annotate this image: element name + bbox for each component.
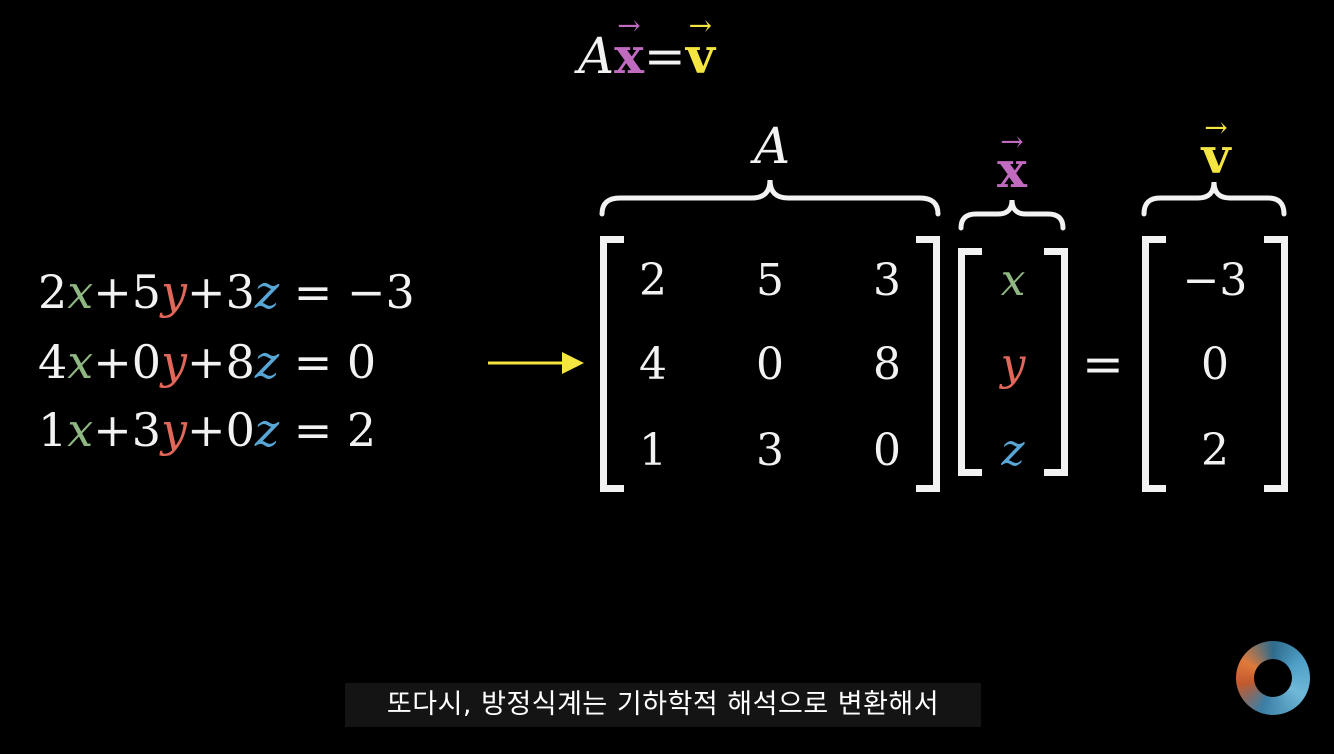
equation-term: = −3 bbox=[279, 265, 415, 319]
vector-x-right-bracket bbox=[1044, 248, 1068, 476]
equation-term: 2 bbox=[38, 265, 68, 319]
vector-v-label: →v bbox=[1201, 111, 1231, 185]
matrix-A-cell: 2 bbox=[639, 255, 667, 306]
top-eq-A: A bbox=[578, 27, 615, 85]
vector-arrow-icon: → bbox=[1204, 111, 1228, 144]
variable-x: x bbox=[67, 265, 94, 319]
subtitle-caption: 또다시, 방정식계는 기하학적 해석으로 변환해서 bbox=[345, 683, 981, 727]
equation-term: +0 bbox=[93, 335, 162, 389]
loading-spinner-hole bbox=[1254, 659, 1292, 697]
matrix-A-left-bracket bbox=[600, 236, 624, 492]
vector-x-brace bbox=[958, 199, 1066, 231]
top-eq-x-vector: →x bbox=[614, 9, 644, 86]
equation-term: = 0 bbox=[279, 335, 377, 389]
matrix-A-cell: 5 bbox=[756, 255, 784, 306]
matrix-A-cell: 1 bbox=[639, 425, 667, 476]
matrix-A-right-bracket bbox=[916, 236, 940, 492]
equation-row: 2x+5y+3z = −3 bbox=[38, 266, 415, 318]
vector-v-cell: 2 bbox=[1201, 425, 1229, 476]
equation-term: +0 bbox=[187, 403, 255, 457]
equals-sign: = bbox=[1082, 335, 1124, 393]
matrix-A-label: A bbox=[753, 117, 791, 175]
top-eq-v-vector: →v bbox=[685, 9, 715, 86]
vector-v-cell: 0 bbox=[1201, 339, 1229, 390]
vector-v-left-bracket bbox=[1142, 236, 1166, 492]
vector-v-cell: −3 bbox=[1182, 255, 1248, 306]
variable-y: y bbox=[161, 335, 188, 389]
equation-term: 1 bbox=[38, 403, 68, 457]
vector-v-brace bbox=[1141, 181, 1287, 217]
matrix-A-cell: 8 bbox=[873, 339, 901, 390]
variable-z: z bbox=[254, 265, 280, 319]
vector-x-cell: x bbox=[1000, 255, 1026, 306]
vector-arrow-icon: → bbox=[617, 9, 641, 42]
equation-term: = 2 bbox=[279, 403, 377, 457]
matrix-A-cell: 3 bbox=[756, 425, 784, 476]
variable-z: z bbox=[254, 335, 280, 389]
vector-x-cell: y bbox=[1000, 339, 1026, 390]
top-equation: A→x=→v bbox=[578, 9, 715, 86]
variable-z: z bbox=[254, 403, 280, 457]
equation-term: +3 bbox=[187, 265, 255, 319]
matrix-A-brace bbox=[599, 179, 941, 217]
matrix-A-cell: 4 bbox=[639, 339, 667, 390]
vector-arrow-icon: → bbox=[688, 9, 713, 42]
variable-y: y bbox=[161, 403, 188, 457]
vector-x-cell: z bbox=[1001, 425, 1025, 476]
variable-x: x bbox=[67, 335, 94, 389]
equation-term: 4 bbox=[38, 335, 68, 389]
vector-x-label: →x bbox=[997, 125, 1027, 199]
top-eq-equals: = bbox=[643, 27, 686, 85]
vector-x-left-bracket bbox=[958, 248, 982, 476]
matrix-A-cell: 3 bbox=[873, 255, 901, 306]
vector-arrow-icon: → bbox=[1000, 125, 1024, 158]
equation-term: +5 bbox=[93, 265, 162, 319]
matrix-A-cell: 0 bbox=[873, 425, 901, 476]
equation-row: 1x+3y+0z = 2 bbox=[38, 404, 376, 456]
variable-y: y bbox=[161, 265, 188, 319]
matrix-A-cell: 0 bbox=[756, 339, 784, 390]
variable-x: x bbox=[67, 403, 94, 457]
equation-term: +3 bbox=[93, 403, 162, 457]
vector-v-right-bracket bbox=[1264, 236, 1288, 492]
equation-term: +8 bbox=[187, 335, 255, 389]
equation-row: 4x+0y+8z = 0 bbox=[38, 336, 376, 388]
right-arrow-icon bbox=[488, 352, 584, 374]
